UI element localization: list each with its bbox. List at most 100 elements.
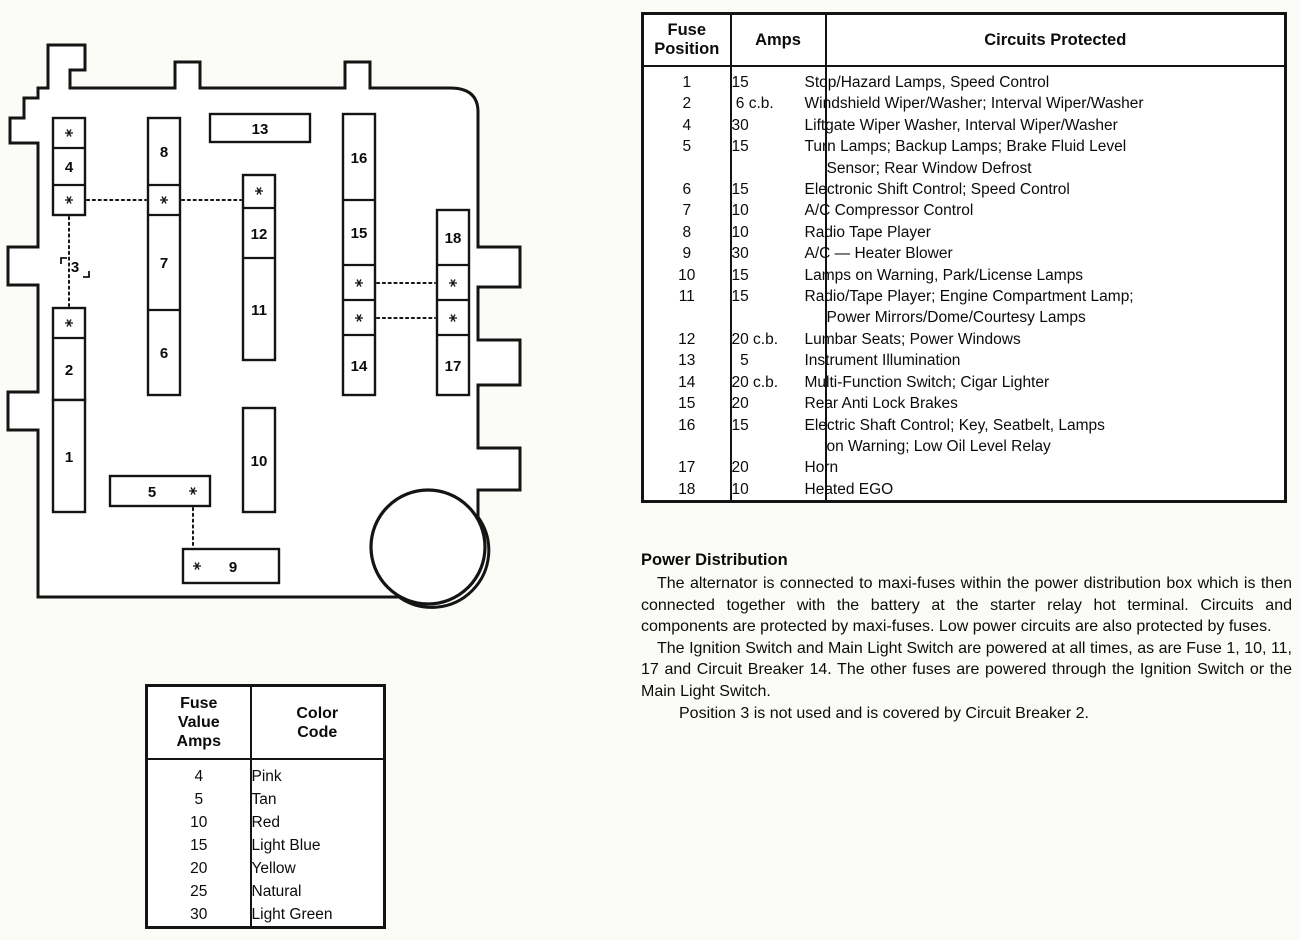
fuse-color-code-table: Fuse Value Amps Color Code 4 Pink 5 Tan …: [145, 684, 386, 929]
fuse-position-cell: 10: [678, 266, 696, 284]
circuits-cell: Turn Lamps; Backup Lamps; Brake Fluid Le…: [805, 136, 1286, 180]
fuse-position-cell: 15: [678, 395, 696, 413]
circuits-cell: Radio Tape Player: [805, 221, 1286, 244]
fuse-label-2: 2: [65, 362, 73, 379]
fuse-label-13: 13: [252, 121, 269, 138]
fuse-label-10: 10: [251, 453, 268, 470]
fuse-table-row: 14 20 c.b. Multi-Function Switch; Cigar …: [643, 371, 1286, 394]
circuits-cell: Electric Shaft Control; Key, Seatbelt, L…: [805, 414, 1286, 458]
fuse-table-row: 10 15 Lamps on Warning, Park/License Lam…: [643, 264, 1286, 287]
amps-cell: 10: [729, 478, 826, 502]
circuits-cell: Instrument Illumination: [805, 350, 1286, 372]
color-table-row: 20 Yellow: [147, 857, 385, 880]
power-distribution-paragraph-1: The alternator is connected to maxi-fuse…: [641, 575, 1292, 636]
circuits-cell: Liftgate Wiper Washer, Interval Wiper/Wa…: [805, 114, 1286, 137]
fuse-label-18: 18: [445, 230, 462, 247]
fuse-position-cell: 8: [682, 223, 692, 241]
circuits-protected-table: Fuse Position Amps Circuits Protected 1 …: [641, 12, 1287, 504]
power-distribution-paragraph-2: The Ignition Switch and Main Light Switc…: [641, 639, 1292, 700]
circuits-cell: A/C — Heater Blower: [805, 243, 1286, 265]
fuse-panel-drawing: 4 2 1 3 8 7 6 13 12 11 10 16 15 14 18 17…: [6, 43, 522, 609]
color-amps-cell: 20: [190, 860, 208, 877]
color-name-cell: Yellow: [249, 857, 385, 880]
circuits-cell: Electronic Shift Control; Speed Control: [805, 179, 1286, 201]
color-table-row: 15 Light Blue: [147, 834, 385, 857]
fuse-panel-diagram: 4 2 1 3 8 7 6 13 12 11 10 16 15 14 18 17…: [0, 0, 545, 632]
fuse-cell-dividers: [53, 146, 469, 340]
fuse-table-row: 11 15 Radio/Tape Player; Engine Compartm…: [643, 286, 1286, 329]
circuits-cell: Heated EGO: [805, 478, 1286, 502]
amps-cell: 15: [729, 179, 826, 201]
fuse-label-4: 4: [65, 159, 74, 176]
fuse-position-cell: 13: [678, 352, 696, 370]
fuse-position-cell: 18: [678, 480, 696, 498]
amps-cell: 5: [729, 350, 826, 372]
circuits-cell: Horn: [805, 457, 1286, 479]
circuits-cell: Windshield Wiper/Washer; Interval Wiper/…: [805, 93, 1286, 115]
header-fuse-value-amps: Fuse Value Amps: [146, 685, 251, 760]
fuse-position-cell: 17: [678, 459, 696, 477]
fuse-table-row: 18 10 Heated EGO: [643, 478, 1286, 502]
color-amps-cell: 5: [194, 791, 204, 808]
color-amps-cell: 4: [194, 768, 204, 785]
fuse-position-cell: 5: [682, 138, 692, 156]
color-amps-cell: 25: [190, 883, 208, 900]
fuse-label-6: 6: [160, 345, 168, 362]
fuse-position-cell: 12: [678, 330, 696, 348]
fuse-label-9: 9: [229, 559, 237, 576]
fuse-table-row: 5 15 Turn Lamps; Backup Lamps; Brake Flu…: [643, 136, 1286, 180]
circuits-cell: Rear Anti Lock Brakes: [805, 393, 1286, 415]
fuse-table-row: 7 10 A/C Compressor Control: [643, 200, 1286, 222]
fuse-position-cell: 9: [682, 245, 692, 263]
color-name-cell: Tan: [249, 788, 385, 811]
fuse-position-cell: 11: [678, 288, 695, 306]
fuse-label-17: 17: [445, 358, 462, 375]
color-name-cell: Pink: [249, 759, 385, 788]
circuits-cell: Stop/Hazard Lamps, Speed Control: [805, 66, 1286, 94]
fuse-position-cell: 14: [678, 373, 696, 391]
fuse-label-16: 16: [351, 150, 368, 167]
amps-cell: 10: [729, 221, 826, 244]
amps-cell: 20: [729, 393, 826, 415]
connection-dotted-lines: [68, 199, 436, 548]
fuse-label-8: 8: [160, 144, 168, 161]
amps-cell: 15: [729, 136, 826, 180]
power-distribution-section: Power Distribution The alternator is con…: [641, 551, 1292, 724]
amps-cell: 20 c.b.: [729, 328, 826, 351]
fuse-label-3: 3: [71, 259, 79, 276]
fuse-table-row: 15 20 Rear Anti Lock Brakes: [643, 393, 1286, 415]
fuse-label-1: 1: [65, 449, 73, 466]
fuse-table-row: 1 15 Stop/Hazard Lamps, Speed Control: [643, 66, 1286, 94]
amps-cell: 15: [729, 286, 826, 329]
amps-cell: 30: [729, 243, 826, 265]
amps-cell: 20 c.b.: [729, 371, 826, 394]
power-distribution-paragraph-3: Position 3 is not used and is covered by…: [679, 704, 1089, 722]
fuse-label-5: 5: [148, 484, 156, 501]
fuse-position-cell: 16: [678, 416, 696, 434]
color-amps-cell: 10: [190, 814, 208, 831]
color-name-cell: Light Green: [249, 903, 385, 928]
circuits-table-header-row: Fuse Position Amps Circuits Protected: [642, 13, 1286, 67]
fuse-label-15: 15: [351, 225, 368, 242]
fuse-label-7: 7: [160, 255, 168, 272]
circuits-cell: Lumbar Seats; Power Windows: [805, 328, 1286, 351]
fuse-table-row: 4 30 Liftgate Wiper Washer, Interval Wip…: [643, 114, 1286, 137]
circuits-cell: Lamps on Warning, Park/License Lamps: [805, 264, 1286, 287]
amps-cell: 15: [729, 66, 826, 94]
fuse-label-14: 14: [351, 358, 368, 375]
color-name-cell: Light Blue: [249, 834, 385, 857]
fuse-position-cell: 2: [682, 95, 692, 113]
fuse-label-11: 11: [251, 302, 267, 319]
circuits-cell: A/C Compressor Control: [805, 200, 1286, 222]
fuse-table-row: 2 6 c.b. Windshield Wiper/Washer; Interv…: [643, 93, 1286, 115]
color-table-row: 4 Pink: [147, 759, 385, 788]
fuse-table-row: 6 15 Electronic Shift Control; Speed Con…: [643, 179, 1286, 201]
color-amps-cell: 15: [190, 837, 208, 854]
amps-cell: 30: [729, 114, 826, 137]
color-name-cell: Red: [249, 811, 385, 834]
amps-cell: 20: [729, 457, 826, 479]
header-circuits-protected: Circuits Protected: [824, 13, 1286, 67]
header-color-code: Color Code: [249, 685, 385, 760]
fuse-table-row: 9 30 A/C — Heater Blower: [643, 243, 1286, 265]
